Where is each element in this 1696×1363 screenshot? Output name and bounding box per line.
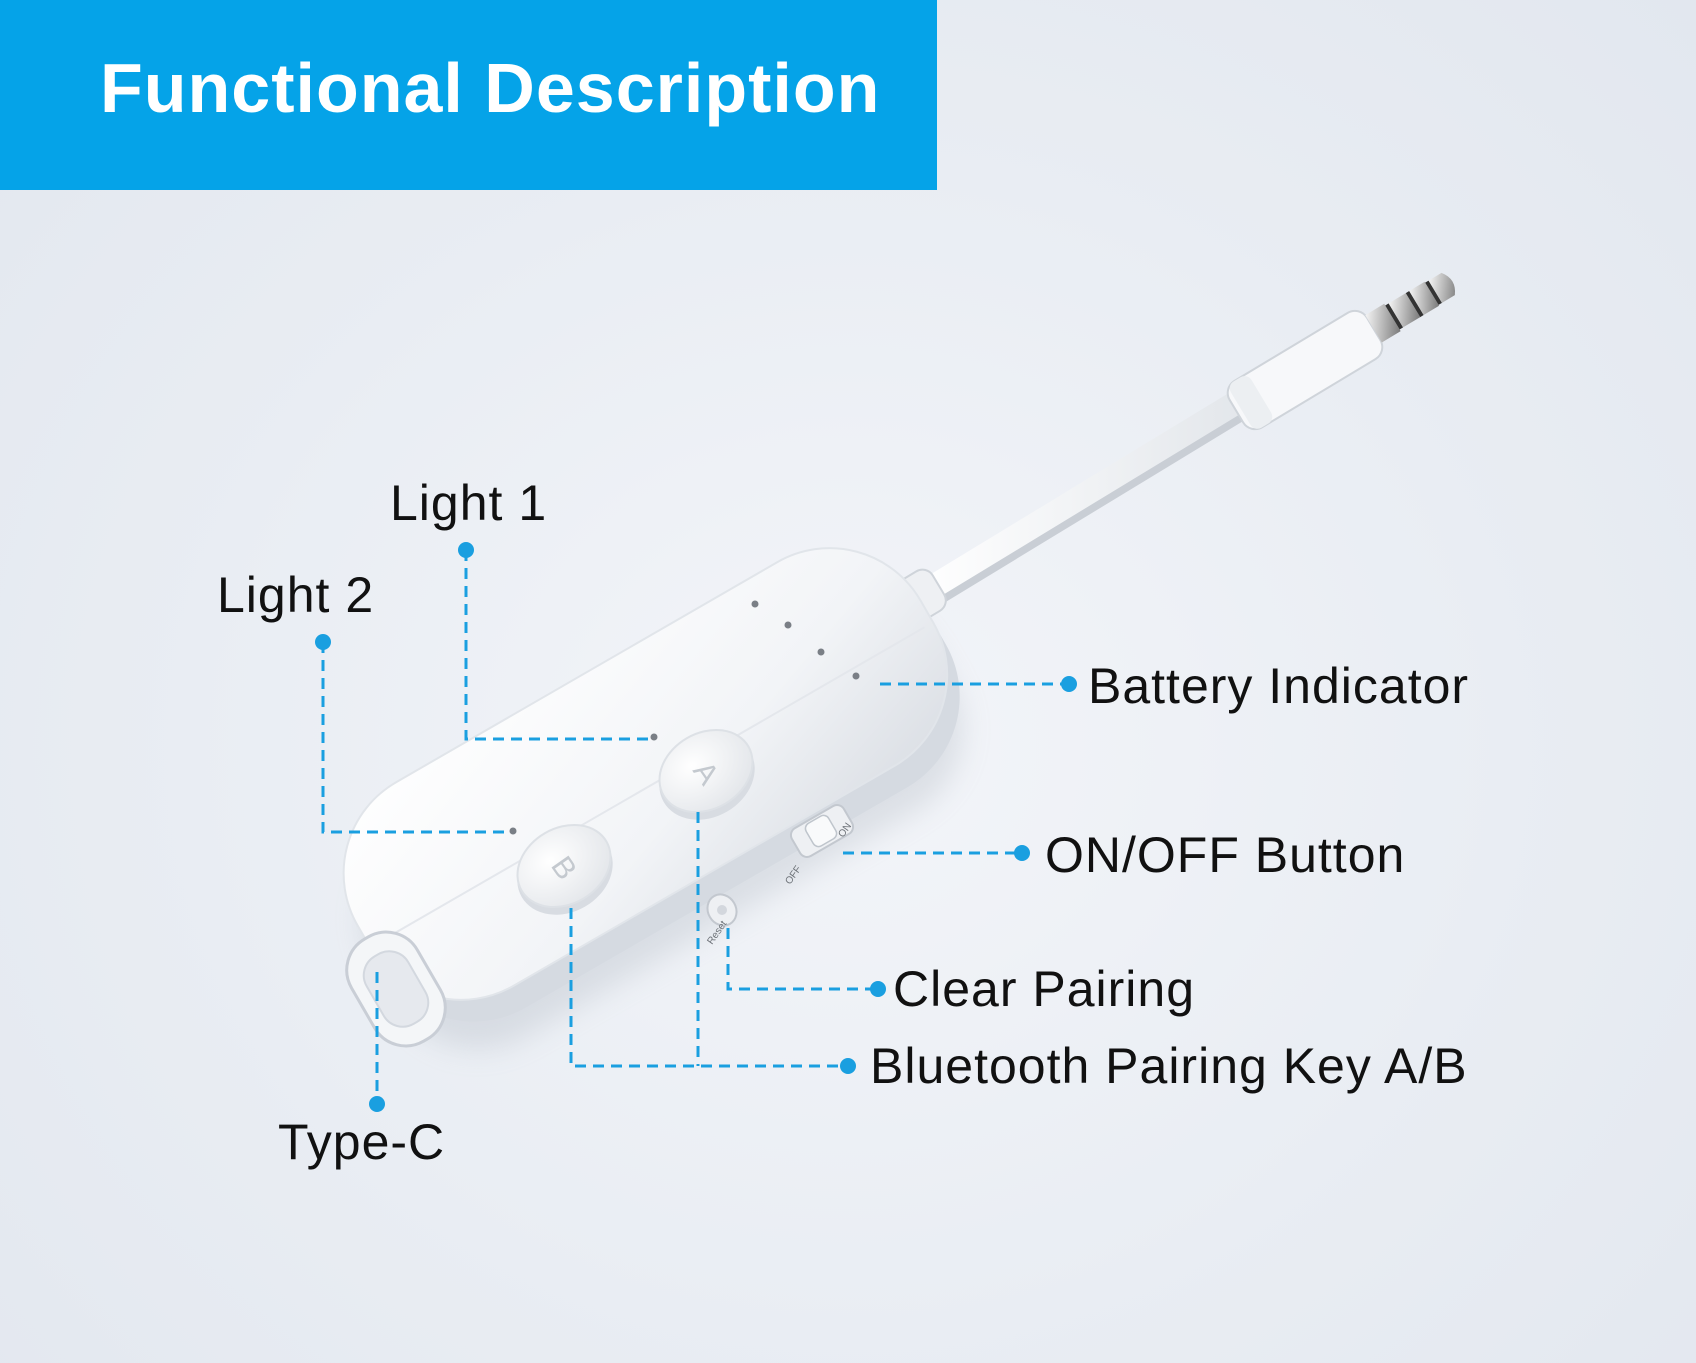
typec-dot — [369, 1096, 385, 1112]
battery-led-dots — [751, 600, 860, 680]
light-2-led — [509, 827, 517, 835]
device-body — [342, 547, 960, 1022]
title-banner: Functional Description — [0, 0, 937, 190]
light-2-label: Light 2 — [217, 567, 375, 623]
aux-plug — [1226, 272, 1456, 431]
button-a[interactable]: A — [644, 714, 771, 837]
type-c-label: Type-C — [278, 1114, 446, 1170]
clear-leader — [726, 928, 876, 991]
power-switch[interactable]: OFF ON — [783, 802, 856, 887]
light-2-dot — [315, 634, 331, 650]
audio-cable — [868, 359, 1305, 639]
pairing-key-label: Bluetooth Pairing Key A/B — [870, 1038, 1468, 1094]
type-c-port — [345, 930, 447, 1048]
battery-dot — [1061, 676, 1077, 692]
light-1-led — [650, 733, 658, 741]
callout-lines — [321, 550, 1068, 1102]
button-b[interactable]: B — [502, 809, 629, 932]
light-2-leader — [321, 642, 508, 834]
clear-dot — [870, 981, 886, 997]
pairing-key-dot — [840, 1058, 856, 1074]
callout-dots — [315, 542, 1077, 1112]
light-1-leader — [464, 550, 650, 741]
light-1-label: Light 1 — [390, 475, 548, 531]
onoff-button-label: ON/OFF Button — [1045, 827, 1406, 883]
clear-pairing-label: Clear Pairing — [893, 961, 1196, 1017]
battery-indicator-label: Battery Indicator — [1088, 658, 1470, 714]
onoff-dot — [1014, 845, 1030, 861]
light-1-dot — [458, 542, 474, 558]
page-title: Functional Description — [100, 49, 881, 127]
